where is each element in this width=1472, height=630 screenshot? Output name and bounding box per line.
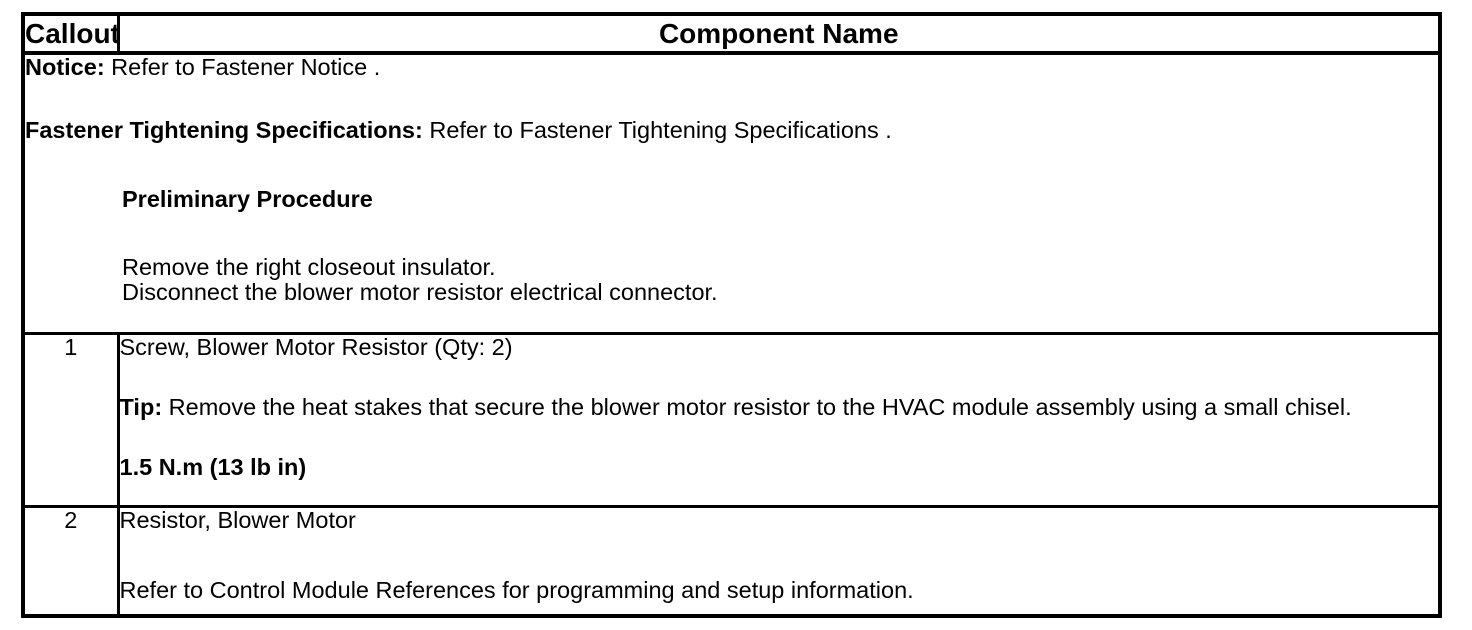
torque-spec: 1.5 N.m (13 lb in) [119, 453, 307, 480]
component-cell-2: Resistor, Blower Motor Refer to Control … [116, 504, 1442, 618]
preliminary-step-2: Disconnect the blower motor resistor ele… [122, 279, 718, 305]
callout-number-1: 1 [21, 331, 120, 508]
fastener-specifications-line: Fastener Tightening Specifications: Refe… [25, 118, 1438, 143]
table-row-1: 1 Screw, Blower Motor Resistor (Qty: 2) … [21, 331, 1442, 508]
tip-label: Tip: [119, 393, 163, 420]
component-name-2: Resistor, Blower Motor [119, 506, 356, 533]
tip-text: Remove the heat stakes that secure the b… [162, 393, 1352, 420]
notice-row: Notice: Refer to Fastener Notice . Faste… [21, 51, 1442, 335]
fastener-specifications-label: Fastener Tightening Specifications: [25, 117, 423, 143]
callout-column-header: Callout [21, 12, 120, 55]
control-module-reference-note: Refer to Control Module References for p… [119, 576, 914, 603]
tip-line: Tip: Remove the heat stakes that secure … [119, 393, 1439, 420]
component-name-1: Screw, Blower Motor Resistor (Qty: 2) [119, 333, 513, 360]
fastener-notice-line: Notice: Refer to Fastener Notice . [25, 55, 1438, 80]
preliminary-steps: Remove the right closeout insulator. Dis… [122, 255, 1438, 305]
notice-label: Notice: [25, 54, 105, 80]
notice-text: Refer to Fastener Notice . [104, 54, 381, 80]
notice-cell: Notice: Refer to Fastener Notice . Faste… [21, 51, 1442, 335]
table-row-2: 2 Resistor, Blower Motor Refer to Contro… [21, 504, 1442, 618]
component-callout-table: Callout Component Name Notice: Refer to … [21, 12, 1442, 618]
preliminary-step-1: Remove the right closeout insulator. [122, 254, 496, 280]
preliminary-procedure-heading: Preliminary Procedure [122, 186, 373, 212]
component-cell-1: Screw, Blower Motor Resistor (Qty: 2) Ti… [116, 331, 1442, 508]
table-header-row: Callout Component Name [21, 12, 1442, 55]
component-name-column-header: Component Name [116, 12, 1442, 55]
callout-number-2: 2 [21, 504, 120, 618]
fastener-specifications-text: Refer to Fastener Tightening Specificati… [422, 117, 892, 143]
